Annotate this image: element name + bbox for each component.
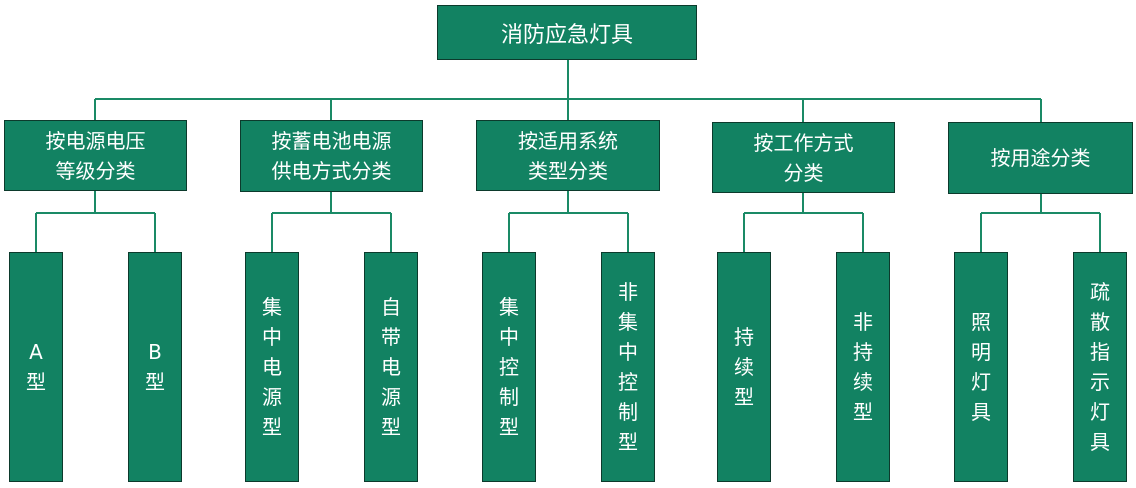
- category-node-operation: 按工作方式 分类: [712, 122, 895, 193]
- leaf-node-lighting: 照 明 灯 具: [954, 252, 1008, 482]
- leaf-label: B 型: [145, 340, 165, 394]
- category-label: 按适用系统 类型分类: [518, 128, 618, 183]
- leaf-node-self-contained-power: 自 带 电 源 型: [364, 252, 418, 482]
- category-label: 按蓄电池电源 供电方式分类: [271, 129, 392, 183]
- category-node-voltage: 按电源电压 等级分类: [4, 120, 187, 191]
- leaf-label: 持 续 型: [734, 325, 754, 409]
- leaf-label: 非 持 续 型: [853, 310, 873, 424]
- category-label: 按用途分类: [990, 146, 1091, 170]
- leaf-node-maintained: 持 续 型: [717, 252, 771, 482]
- leaf-label: 疏 散 指 示 灯 具: [1090, 280, 1110, 454]
- leaf-node-type-b: B 型: [128, 252, 182, 482]
- leaf-label: A 型: [26, 340, 46, 394]
- leaf-node-type-a: A 型: [9, 252, 63, 482]
- leaf-label: 集 中 电 源 型: [262, 295, 282, 439]
- category-node-battery: 按蓄电池电源 供电方式分类: [240, 120, 423, 192]
- leaf-node-non-maintained: 非 持 续 型: [836, 252, 890, 482]
- leaf-label: 照 明 灯 具: [971, 310, 991, 424]
- category-label: 按工作方式 分类: [753, 130, 854, 185]
- root-node: 消防应急灯具: [437, 5, 697, 60]
- category-node-usage: 按用途分类: [948, 122, 1133, 194]
- category-label: 按电源电压 等级分类: [45, 128, 146, 183]
- leaf-node-evacuation-sign: 疏 散 指 示 灯 具: [1073, 252, 1127, 482]
- leaf-label: 非 集 中 控 制 型: [618, 280, 638, 454]
- leaf-label: 自 带 电 源 型: [381, 295, 401, 439]
- leaf-node-centralized-control: 集 中 控 制 型: [482, 252, 536, 482]
- leaf-label: 集 中 控 制 型: [499, 295, 519, 439]
- category-node-system: 按适用系统 类型分类: [476, 120, 660, 191]
- leaf-node-centralized-power: 集 中 电 源 型: [245, 252, 299, 482]
- root-node-label: 消防应急灯具: [500, 22, 633, 48]
- leaf-node-non-centralized-control: 非 集 中 控 制 型: [601, 252, 655, 482]
